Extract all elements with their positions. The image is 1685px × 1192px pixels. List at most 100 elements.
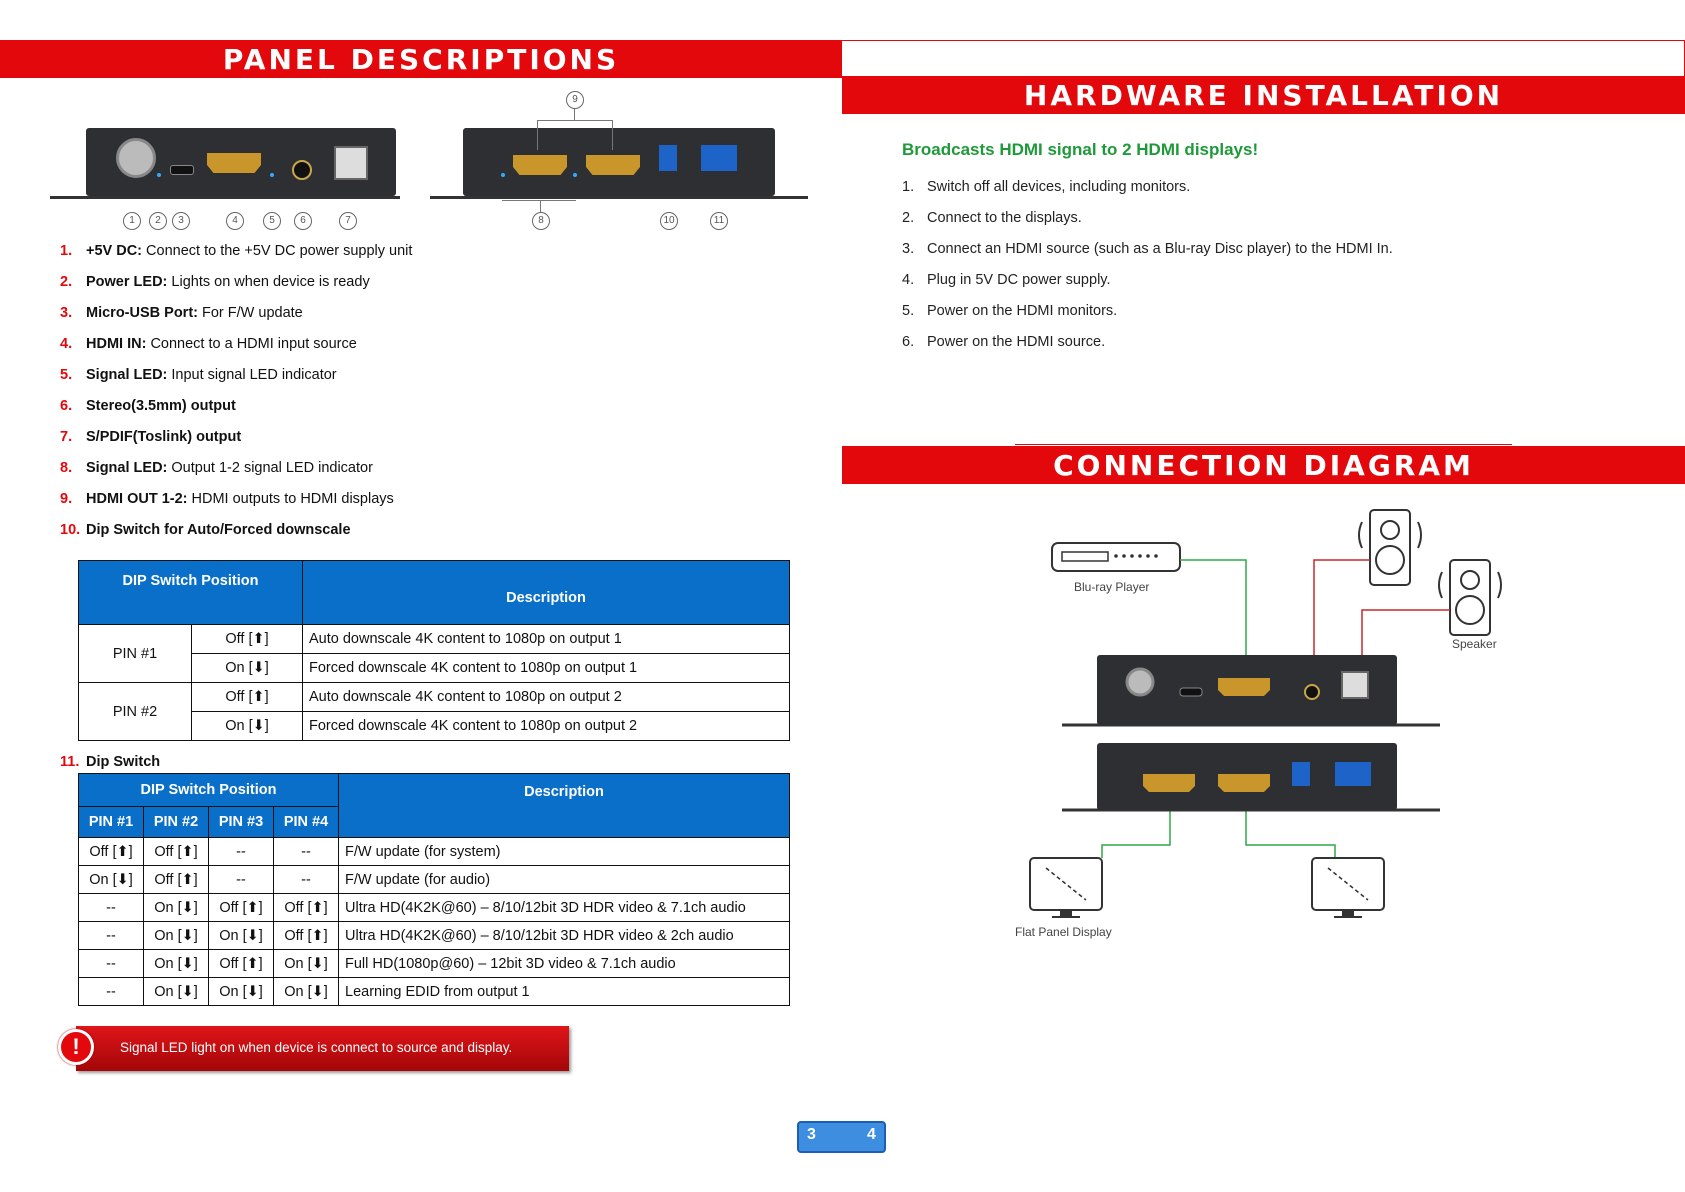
- table-cell: Forced downscale 4K content to 1080p on …: [302, 653, 790, 683]
- table-cell: Ultra HD(4K2K@60) – 8/10/12bit 3D HDR vi…: [338, 893, 790, 922]
- signal-led-icon: [270, 173, 274, 177]
- table-header: PIN #4: [273, 806, 339, 838]
- table-cell: --: [273, 865, 339, 894]
- list-item: 5.Power on the HDMI monitors.: [902, 303, 1118, 319]
- table-cell: --: [78, 949, 144, 978]
- table-cell: Full HD(1080p@60) – 12bit 3D video & 7.1…: [338, 949, 790, 978]
- list-item: 9.HDMI OUT 1-2: HDMI outputs to HDMI dis…: [60, 491, 394, 507]
- table-header: PIN #1: [78, 806, 144, 838]
- callout-2: 2: [149, 212, 167, 230]
- table-cell: Off [⬆]: [78, 837, 144, 866]
- page-number-left: 3: [807, 1126, 816, 1143]
- list-item: 7.S/PDIF(Toslink) output: [60, 429, 242, 445]
- table-cell: Off [⬆]: [143, 865, 209, 894]
- bluray-player-icon: [1051, 542, 1181, 572]
- hdmi-out-1-port-icon: [513, 155, 567, 175]
- speaker-label: Speaker: [1452, 637, 1497, 651]
- table-cell: --: [273, 837, 339, 866]
- list-item: 2.Connect to the displays.: [902, 210, 1082, 226]
- table-cell: Ultra HD(4K2K@60) – 8/10/12bit 3D HDR vi…: [338, 921, 790, 950]
- dip-switch-2pin-icon: [659, 145, 677, 171]
- table-row: On [⬇] Off [⬆] -- -- F/W update (for aud…: [78, 865, 790, 894]
- table-header: Description: [302, 560, 790, 625]
- table-cell: --: [78, 921, 144, 950]
- callout-8: 8: [532, 212, 550, 230]
- stereo-jack-icon: [292, 160, 312, 180]
- table-row: Off [⬆] Off [⬆] -- -- F/W update (for sy…: [78, 837, 790, 866]
- list-item: 5.Signal LED: Input signal LED indicator: [60, 367, 337, 383]
- extender-output-device-icon: [1062, 743, 1440, 812]
- list-item: 3.Connect an HDMI source (such as a Blu-…: [902, 241, 1393, 257]
- table-header: PIN #2: [143, 806, 209, 838]
- function-dip-table: DIP Switch Position Description PIN #1 P…: [78, 773, 790, 1006]
- hdmi-out-2-port-icon: [586, 155, 640, 175]
- toslink-port-icon: [334, 146, 368, 180]
- table-cell: Off [⬆]: [208, 893, 274, 922]
- table-cell: PIN #2: [78, 682, 192, 741]
- callout-1: 1: [123, 212, 141, 230]
- table-cell: On [⬇]: [273, 977, 339, 1006]
- callout-4: 4: [226, 212, 244, 230]
- callout-3: 3: [172, 212, 190, 230]
- table-cell: Off [⬆]: [273, 921, 339, 950]
- table-cell: On [⬇]: [143, 921, 209, 950]
- callout-5: 5: [263, 212, 281, 230]
- list-item: 1.Switch off all devices, including moni…: [902, 179, 1191, 195]
- panel-descriptions-banner: PANEL DESCRIPTIONS: [0, 40, 842, 78]
- list-item: 8.Signal LED: Output 1-2 signal LED indi…: [60, 460, 373, 476]
- table-cell: On [⬇]: [208, 921, 274, 950]
- callout-10: 10: [660, 212, 678, 230]
- table-cell: --: [78, 893, 144, 922]
- table-cell: PIN #1: [78, 624, 192, 683]
- installation-subtitle: Broadcasts HDMI signal to 2 HDMI display…: [902, 140, 1259, 159]
- bluray-label: Blu-ray Player: [1074, 580, 1150, 594]
- page-number-right: 4: [867, 1126, 876, 1143]
- table-cell: On [⬇]: [78, 865, 144, 894]
- table-header: Description: [338, 773, 790, 838]
- table-cell: Off [⬆]: [143, 837, 209, 866]
- table-cell: --: [208, 865, 274, 894]
- table-cell: Auto downscale 4K content to 1080p on ou…: [302, 682, 790, 712]
- table-cell: On [⬇]: [191, 711, 303, 741]
- table-cell: On [⬇]: [143, 977, 209, 1006]
- power-led-icon: [157, 173, 161, 177]
- table-cell: On [⬇]: [273, 949, 339, 978]
- list-item: 6.Power on the HDMI source.: [902, 334, 1106, 350]
- hdmi-in-port-icon: [207, 153, 261, 173]
- signal-led-icon: [501, 173, 505, 177]
- warning-icon: !: [58, 1029, 94, 1065]
- display-label: Flat Panel Display: [1015, 925, 1112, 939]
- table-cell: On [⬇]: [208, 977, 274, 1006]
- table-header: PIN #3: [208, 806, 274, 838]
- connection-diagram-banner: CONNECTION DIAGRAM: [842, 446, 1685, 484]
- list-item: 2.Power LED: Lights on when device is re…: [60, 274, 370, 290]
- table-cell: Off [⬆]: [208, 949, 274, 978]
- extender-input-device-icon: [1062, 655, 1440, 727]
- micro-usb-port-icon: [170, 165, 194, 175]
- table-cell: On [⬇]: [143, 949, 209, 978]
- flat-panel-display-icon: [1311, 857, 1385, 918]
- table-cell: --: [78, 977, 144, 1006]
- table-cell: Forced downscale 4K content to 1080p on …: [302, 711, 790, 741]
- dc-power-port-icon: [116, 138, 156, 178]
- list-item: 10.Dip Switch for Auto/Forced downscale: [60, 522, 351, 538]
- callout-7: 7: [339, 212, 357, 230]
- table-cell: On [⬇]: [191, 653, 303, 683]
- page-number-box: [797, 1121, 886, 1153]
- table-row: -- On [⬇] On [⬇] On [⬇] Learning EDID fr…: [78, 977, 790, 1006]
- list-item: 1.+5V DC: Connect to the +5V DC power su…: [60, 243, 413, 259]
- list-item: 3.Micro-USB Port: For F/W update: [60, 305, 303, 321]
- table-row: -- On [⬇] Off [⬆] Off [⬆] Ultra HD(4K2K@…: [78, 893, 790, 922]
- table-header: DIP Switch Position: [78, 773, 339, 807]
- table-cell: F/W update (for system): [338, 837, 790, 866]
- speaker-icon: [1358, 509, 1422, 586]
- note-bar: [76, 1026, 569, 1071]
- note-text: Signal LED light on when device is conne…: [120, 1040, 513, 1055]
- list-item: 4.HDMI IN: Connect to a HDMI input sourc…: [60, 336, 357, 352]
- speaker-icon: [1438, 559, 1502, 636]
- hardware-installation-banner: HARDWARE INSTALLATION: [842, 76, 1685, 114]
- signal-led-icon: [573, 173, 577, 177]
- table-cell: Off [⬆]: [191, 682, 303, 712]
- list-item: 4.Plug in 5V DC power supply.: [902, 272, 1111, 288]
- table-cell: Learning EDID from output 1: [338, 977, 790, 1006]
